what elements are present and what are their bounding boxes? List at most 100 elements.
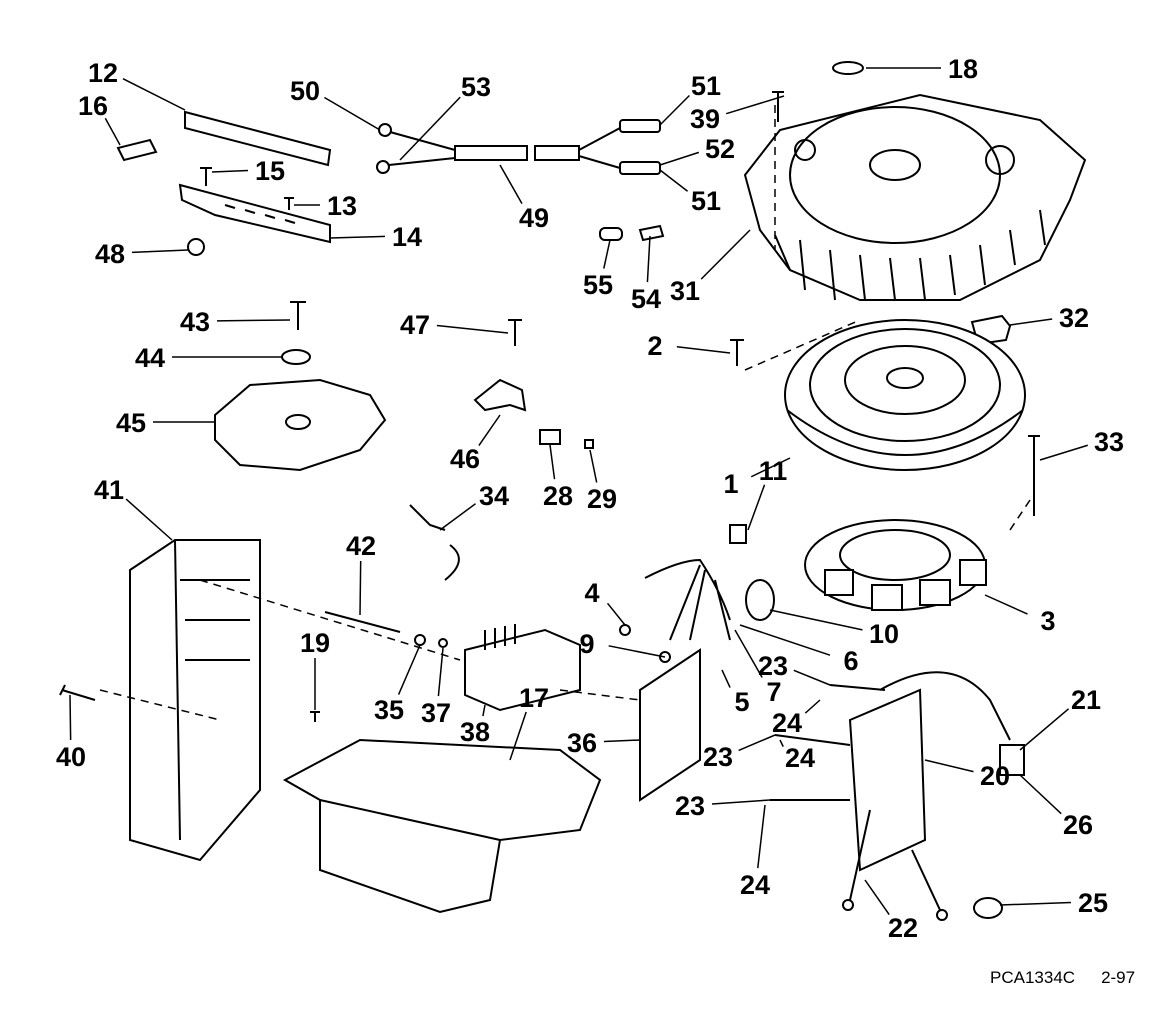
part-22-ring-terminal bbox=[842, 899, 854, 911]
callout-44: 44 bbox=[135, 343, 165, 373]
leader-line-28 bbox=[549, 444, 556, 480]
leader-line-21 bbox=[1019, 708, 1070, 751]
part-46-clamp bbox=[473, 378, 527, 412]
leader-line-35 bbox=[397, 644, 421, 695]
leader-line-53 bbox=[399, 96, 461, 161]
part-13-screw bbox=[284, 197, 294, 210]
part-34-lead bbox=[409, 504, 460, 581]
leader-line-31 bbox=[700, 229, 751, 280]
callout-23: 23 bbox=[703, 742, 733, 772]
part-55-terminal bbox=[599, 227, 623, 241]
callout-25: 25 bbox=[1078, 888, 1108, 918]
callout-19: 19 bbox=[300, 628, 330, 658]
part-15-screw bbox=[200, 167, 212, 186]
part-18-plug bbox=[832, 61, 864, 75]
part-41-cover bbox=[129, 539, 261, 862]
callout-1: 1 bbox=[723, 469, 738, 499]
leader-line-1 bbox=[750, 457, 791, 478]
leader-line-38 bbox=[482, 704, 486, 717]
callout-50: 50 bbox=[290, 76, 320, 106]
leader-line-24 bbox=[757, 804, 766, 869]
leader-line-51 bbox=[659, 169, 689, 192]
callout-33: 33 bbox=[1094, 427, 1124, 457]
leader-line-17 bbox=[509, 711, 527, 761]
part-26-connector bbox=[999, 744, 1025, 776]
part-28-clip bbox=[539, 429, 561, 445]
callout-43: 43 bbox=[180, 307, 210, 337]
part-16-clip bbox=[116, 138, 158, 162]
callout-4: 4 bbox=[584, 578, 599, 608]
assembly-alignment-lines bbox=[99, 105, 1031, 721]
callout-51: 51 bbox=[691, 71, 721, 101]
leader-line-16 bbox=[104, 117, 121, 146]
leader-line-48 bbox=[131, 249, 189, 254]
leader-line-2 bbox=[676, 345, 731, 354]
leader-line-52 bbox=[659, 151, 700, 166]
leader-line-36 bbox=[603, 739, 641, 743]
part-2-bolt bbox=[730, 339, 744, 366]
leader-line-25 bbox=[999, 901, 1072, 906]
part-54-terminal bbox=[638, 224, 665, 242]
leader-line-11 bbox=[747, 484, 766, 531]
leader-line-9 bbox=[608, 645, 666, 658]
callout-24: 24 bbox=[785, 743, 815, 773]
leader-line-4 bbox=[606, 602, 626, 626]
leader-line-55 bbox=[603, 239, 611, 269]
leader-line-5 bbox=[721, 669, 731, 688]
part-47-screw bbox=[508, 319, 522, 346]
leader-line-14 bbox=[329, 235, 386, 239]
callout-23: 23 bbox=[758, 651, 788, 681]
part-10-strap bbox=[745, 579, 775, 621]
part-44-washer bbox=[281, 349, 311, 365]
callout-17: 17 bbox=[519, 683, 549, 713]
leader-line-34 bbox=[439, 503, 476, 531]
callout-37: 37 bbox=[421, 698, 451, 728]
leader-line-7 bbox=[734, 629, 763, 678]
part-38-rectifier bbox=[464, 628, 581, 712]
part-49-leads bbox=[376, 119, 661, 175]
leader-line-10 bbox=[769, 609, 863, 631]
callout-52: 52 bbox=[705, 134, 735, 164]
part-20-power-pack bbox=[848, 688, 927, 872]
callout-23: 23 bbox=[675, 791, 705, 821]
leader-line-43 bbox=[216, 319, 291, 322]
leader-line-22 bbox=[864, 879, 890, 915]
part-33-screw bbox=[1028, 435, 1040, 516]
callout-31: 31 bbox=[670, 276, 700, 306]
leader-line-42 bbox=[359, 560, 362, 616]
leader-line-50 bbox=[324, 96, 381, 131]
callout-28: 28 bbox=[543, 481, 573, 511]
callout-5: 5 bbox=[734, 687, 749, 717]
callout-2: 2 bbox=[647, 331, 662, 361]
callout-46: 46 bbox=[450, 444, 480, 474]
part-12-cover bbox=[184, 110, 332, 167]
leader-line-15 bbox=[211, 169, 249, 173]
callout-36: 36 bbox=[567, 728, 597, 758]
callout-53: 53 bbox=[461, 72, 491, 102]
part-37-washer bbox=[438, 638, 448, 648]
part-17-shield bbox=[282, 738, 602, 914]
part-23-leads bbox=[770, 684, 886, 801]
part-42-bolt bbox=[324, 611, 401, 633]
part-4-harness bbox=[644, 558, 731, 641]
leader-line-33 bbox=[1039, 444, 1089, 461]
part-43-bolt bbox=[290, 301, 306, 330]
callout-11: 11 bbox=[759, 456, 788, 486]
callout-24: 24 bbox=[740, 870, 770, 900]
part-9-ring-terminal bbox=[619, 624, 631, 636]
callout-24: 24 bbox=[772, 708, 802, 738]
callout-48: 48 bbox=[95, 239, 125, 269]
callout-39: 39 bbox=[690, 104, 720, 134]
leader-line-47 bbox=[436, 324, 509, 334]
callout-9: 9 bbox=[579, 629, 594, 659]
leader-line-23 bbox=[793, 669, 831, 686]
leader-line-23 bbox=[711, 799, 771, 805]
leader-line-24 bbox=[804, 699, 821, 714]
leader-line-46 bbox=[478, 414, 501, 447]
part-14-terminal-block bbox=[178, 183, 331, 244]
part-38-pins bbox=[484, 624, 516, 650]
leader-line-29 bbox=[589, 449, 598, 483]
leader-line-39 bbox=[725, 95, 785, 115]
part-35-washer bbox=[414, 634, 426, 646]
